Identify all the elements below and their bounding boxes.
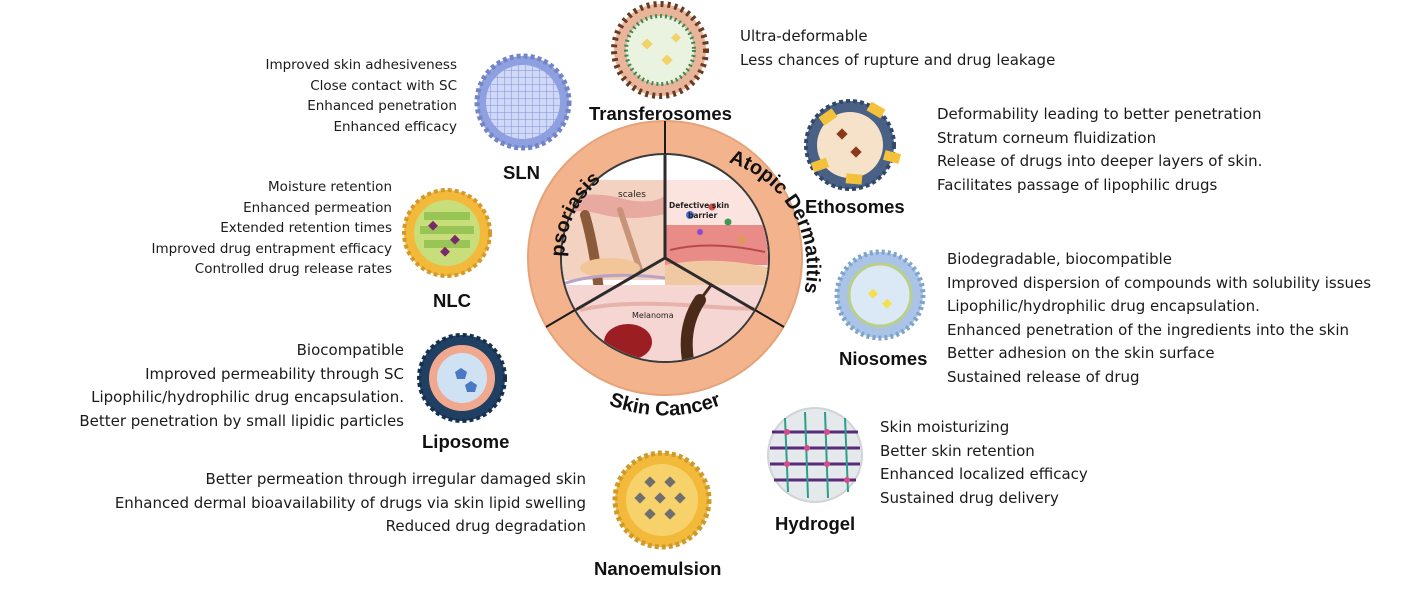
- benefit-item: Improved drug entrapment efficacy: [151, 240, 392, 257]
- benefits-ethosomes: Deformability leading to better penetrat…: [937, 103, 1262, 197]
- benefit-item: Better penetration by small lipidic part…: [79, 411, 404, 430]
- carrier-name-nlc: NLC: [433, 290, 472, 311]
- benefit-item: Lipophilic/hydrophilic drug encapsulatio…: [947, 297, 1260, 315]
- benefit-item: Sustained release of drug: [947, 367, 1140, 386]
- liposome-particle: [417, 333, 507, 423]
- benefit-item: Lipophilic/hydrophilic drug encapsulatio…: [91, 388, 404, 406]
- benefit-item: Release of drugs into deeper layers of s…: [937, 152, 1263, 170]
- nanoemulsion-particle: [612, 450, 712, 550]
- benefit-item: Better adhesion on the skin surface: [947, 344, 1215, 362]
- benefits-hydrogel: Skin moisturizing Better skin retention …: [880, 416, 1088, 510]
- benefit-item: Moisture retention: [268, 179, 392, 195]
- benefit-item: Improved permeability through SC: [145, 364, 404, 383]
- benefits-niosomes: Biodegradable, biocompatible Improved di…: [947, 248, 1371, 389]
- benefit-item: Enhanced penetration of the ingredients …: [947, 320, 1350, 339]
- benefit-item: Biodegradable, biocompatible: [947, 250, 1173, 268]
- benefit-item: Less chances of rupture and drug leakage: [740, 50, 1056, 69]
- transferosome-particle: [611, 1, 709, 99]
- carrier-name-nanoemulsion: Nanoemulsion: [594, 558, 722, 579]
- carrier-name-hydrogel: Hydrogel: [775, 513, 856, 534]
- label-defective-barrier-2: barrier: [688, 211, 717, 220]
- benefit-item: Extended retention times: [220, 220, 392, 236]
- sln-particle: [474, 53, 572, 151]
- benefit-item: Enhanced penetration: [307, 98, 457, 114]
- label-scales: scales: [618, 190, 646, 200]
- benefit-item: Stratum corneum fluidization: [937, 128, 1157, 147]
- carrier-name-liposome: Liposome: [422, 431, 510, 452]
- benefit-item: Ultra-deformable: [740, 27, 868, 45]
- disease-wheel: scales Defective skin barrier Melanoma p…: [527, 120, 824, 421]
- hydrogel-particle: [767, 407, 863, 503]
- benefit-item: Close contact with SC: [310, 77, 457, 94]
- benefit-item: Facilitates passage of lipophilic drugs: [937, 175, 1218, 194]
- ring-divider-left: [545, 309, 576, 328]
- benefit-item: Reduced drug degradation: [385, 517, 586, 535]
- benefit-item: Enhanced localized efficacy: [880, 465, 1088, 483]
- benefit-item: Improved skin adhesiveness: [265, 57, 457, 73]
- benefit-item: Enhanced dermal bioavailability of drugs…: [114, 493, 586, 512]
- benefit-item: Controlled drug release rates: [194, 261, 392, 277]
- benefit-item: Better skin retention: [880, 441, 1035, 460]
- benefits-liposome: Biocompatible Improved permeability thro…: [79, 339, 404, 433]
- benefits-nanoemulsion: Better permeation through irregular dama…: [115, 468, 586, 539]
- benefit-item: Biocompatible: [296, 341, 404, 359]
- label-melanoma: Melanoma: [632, 311, 674, 320]
- carrier-name-ethosomes: Ethosomes: [805, 196, 905, 217]
- benefits-sln: Improved skin adhesiveness Close contact…: [265, 55, 457, 137]
- niosome-particle: [834, 249, 926, 341]
- benefits-transferosomes: Ultra-deformable Less chances of rupture…: [740, 25, 1055, 72]
- benefit-item: Skin moisturizing: [880, 418, 1010, 436]
- benefit-item: Sustained drug delivery: [880, 488, 1059, 507]
- ring-divider-right: [754, 309, 785, 328]
- carrier-name-sln: SLN: [503, 162, 540, 183]
- label-defective-barrier-1: Defective skin: [669, 201, 729, 210]
- nlc-particle: [402, 188, 492, 278]
- carrier-name-niosomes: Niosomes: [839, 348, 928, 369]
- benefit-item: Deformability leading to better penetrat…: [937, 105, 1262, 123]
- benefit-item: Improved dispersion of compounds with so…: [947, 273, 1372, 292]
- ethosome-particle: [804, 99, 902, 191]
- benefit-item: Enhanced efficacy: [333, 118, 457, 135]
- carrier-name-transferosomes: Transferosomes: [589, 103, 732, 124]
- benefit-item: Enhanced permeation: [243, 199, 392, 216]
- benefits-nlc: Moisture retention Enhanced permeation E…: [151, 177, 392, 280]
- benefit-item: Better permeation through irregular dama…: [205, 470, 586, 488]
